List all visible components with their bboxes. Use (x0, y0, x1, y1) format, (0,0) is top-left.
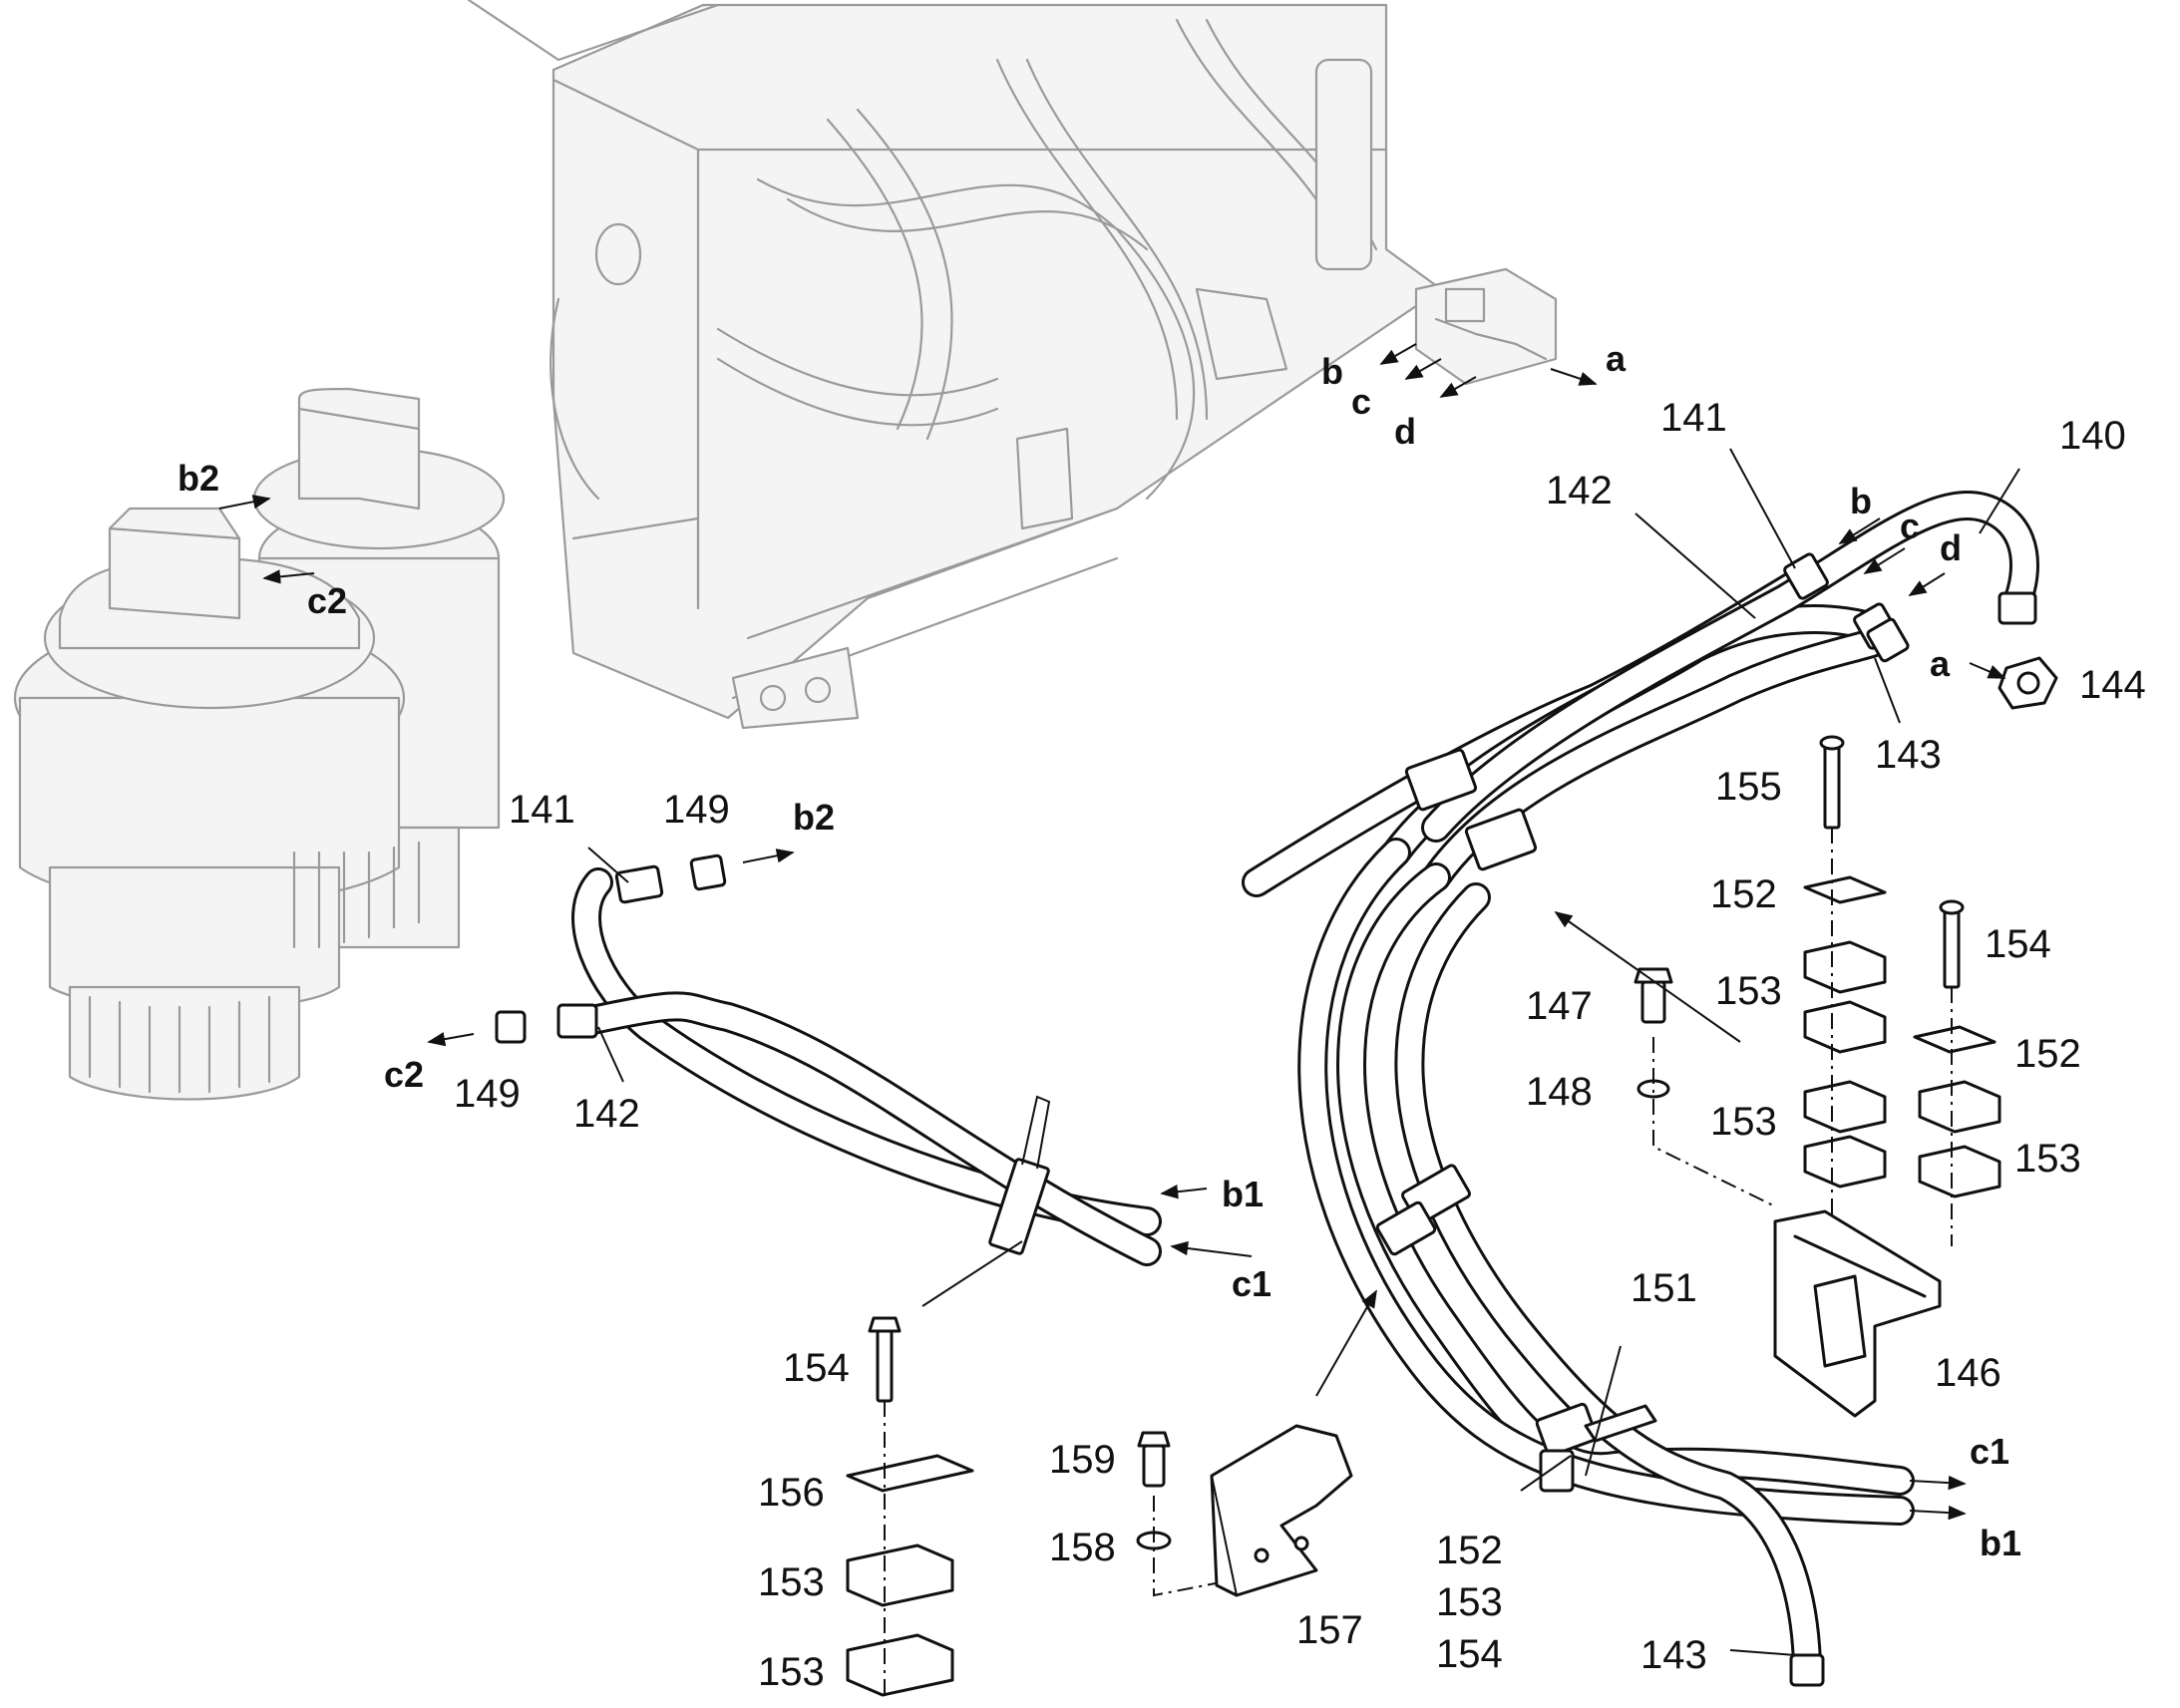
marker-b-right: b (1850, 481, 1872, 521)
label-157: 157 (1296, 1608, 1363, 1652)
label-142-right: 142 (1546, 469, 1613, 512)
swing-drive-motors (13, 387, 506, 1101)
label-154-left: 154 (783, 1346, 850, 1390)
marker-a-top: a (1606, 338, 1627, 379)
bolt-washer-147-148 (1634, 967, 1776, 1207)
machine-frame-drawing (467, 0, 1558, 730)
flow-arrows (218, 343, 2006, 1521)
label-142-left: 142 (573, 1092, 640, 1136)
leader-lines (587, 448, 2020, 1656)
label-143-bottom: 143 (1640, 1633, 1707, 1677)
label-153-f: 153 (758, 1650, 825, 1694)
label-152-c: 152 (1436, 1529, 1503, 1572)
flow-markers: a b c d b c d a b2 c2 b2 c2 b1 c1 c1 b1 (178, 338, 2021, 1563)
marker-c2-motor: c2 (307, 580, 347, 621)
marker-b-top: b (1321, 351, 1343, 392)
label-154-right: 154 (1985, 922, 2051, 966)
marker-c-top: c (1351, 381, 1371, 422)
label-146: 146 (1935, 1351, 2001, 1395)
marker-c-right: c (1900, 506, 1920, 546)
label-153-a: 153 (1715, 969, 1782, 1013)
marker-d-right: d (1940, 527, 1962, 568)
label-152-a: 152 (1710, 872, 1777, 916)
clamp-stack-154-right (1913, 899, 2001, 1246)
label-149-bottom: 149 (454, 1072, 521, 1116)
marker-d-top: d (1394, 411, 1416, 452)
clamp-stack-155 (1803, 735, 1887, 1216)
label-159: 159 (1049, 1438, 1116, 1482)
marker-c1-left: c1 (1232, 1263, 1272, 1304)
hose-pair-left-assembly (556, 864, 1162, 1266)
hose-bundle-right-assembly (1242, 491, 2039, 1687)
label-153-b: 153 (1710, 1100, 1777, 1144)
adapter-fittings-149 (495, 854, 727, 1044)
label-153-c: 153 (2014, 1137, 2081, 1181)
label-149-top: 149 (663, 788, 730, 832)
label-141-right: 141 (1660, 396, 1727, 440)
marker-c1-right: c1 (1970, 1431, 2009, 1472)
label-140: 140 (2059, 414, 2126, 458)
label-141-left: 141 (509, 788, 575, 832)
label-147: 147 (1526, 984, 1593, 1028)
label-151: 151 (1631, 1266, 1697, 1310)
marker-a-right: a (1930, 643, 1951, 684)
label-144: 144 (2079, 663, 2146, 707)
label-158: 158 (1049, 1526, 1116, 1569)
marker-b1-right: b1 (1980, 1523, 2021, 1563)
part-number-labels: 140 141 142 143 144 155 152 153 153 154 … (454, 396, 2146, 1694)
label-156: 156 (758, 1471, 825, 1515)
marker-b2-motor: b2 (178, 458, 219, 499)
adapter-fitting-144 (1998, 656, 2058, 710)
marker-b1-left: b1 (1222, 1174, 1264, 1214)
label-153-d: 153 (1436, 1580, 1503, 1624)
label-155: 155 (1715, 765, 1782, 809)
marker-b2-hose: b2 (793, 797, 835, 838)
bracket-157 (1210, 1424, 1353, 1597)
label-153-e: 153 (758, 1560, 825, 1604)
label-154-bottom: 154 (1436, 1632, 1503, 1676)
bracket-146 (1773, 1209, 1942, 1418)
marker-c2-hose: c2 (384, 1054, 424, 1095)
clamp-stack-154-left (846, 1316, 974, 1697)
label-143-top: 143 (1875, 733, 1942, 777)
label-152-b: 152 (2014, 1032, 2081, 1076)
label-148: 148 (1526, 1070, 1593, 1114)
